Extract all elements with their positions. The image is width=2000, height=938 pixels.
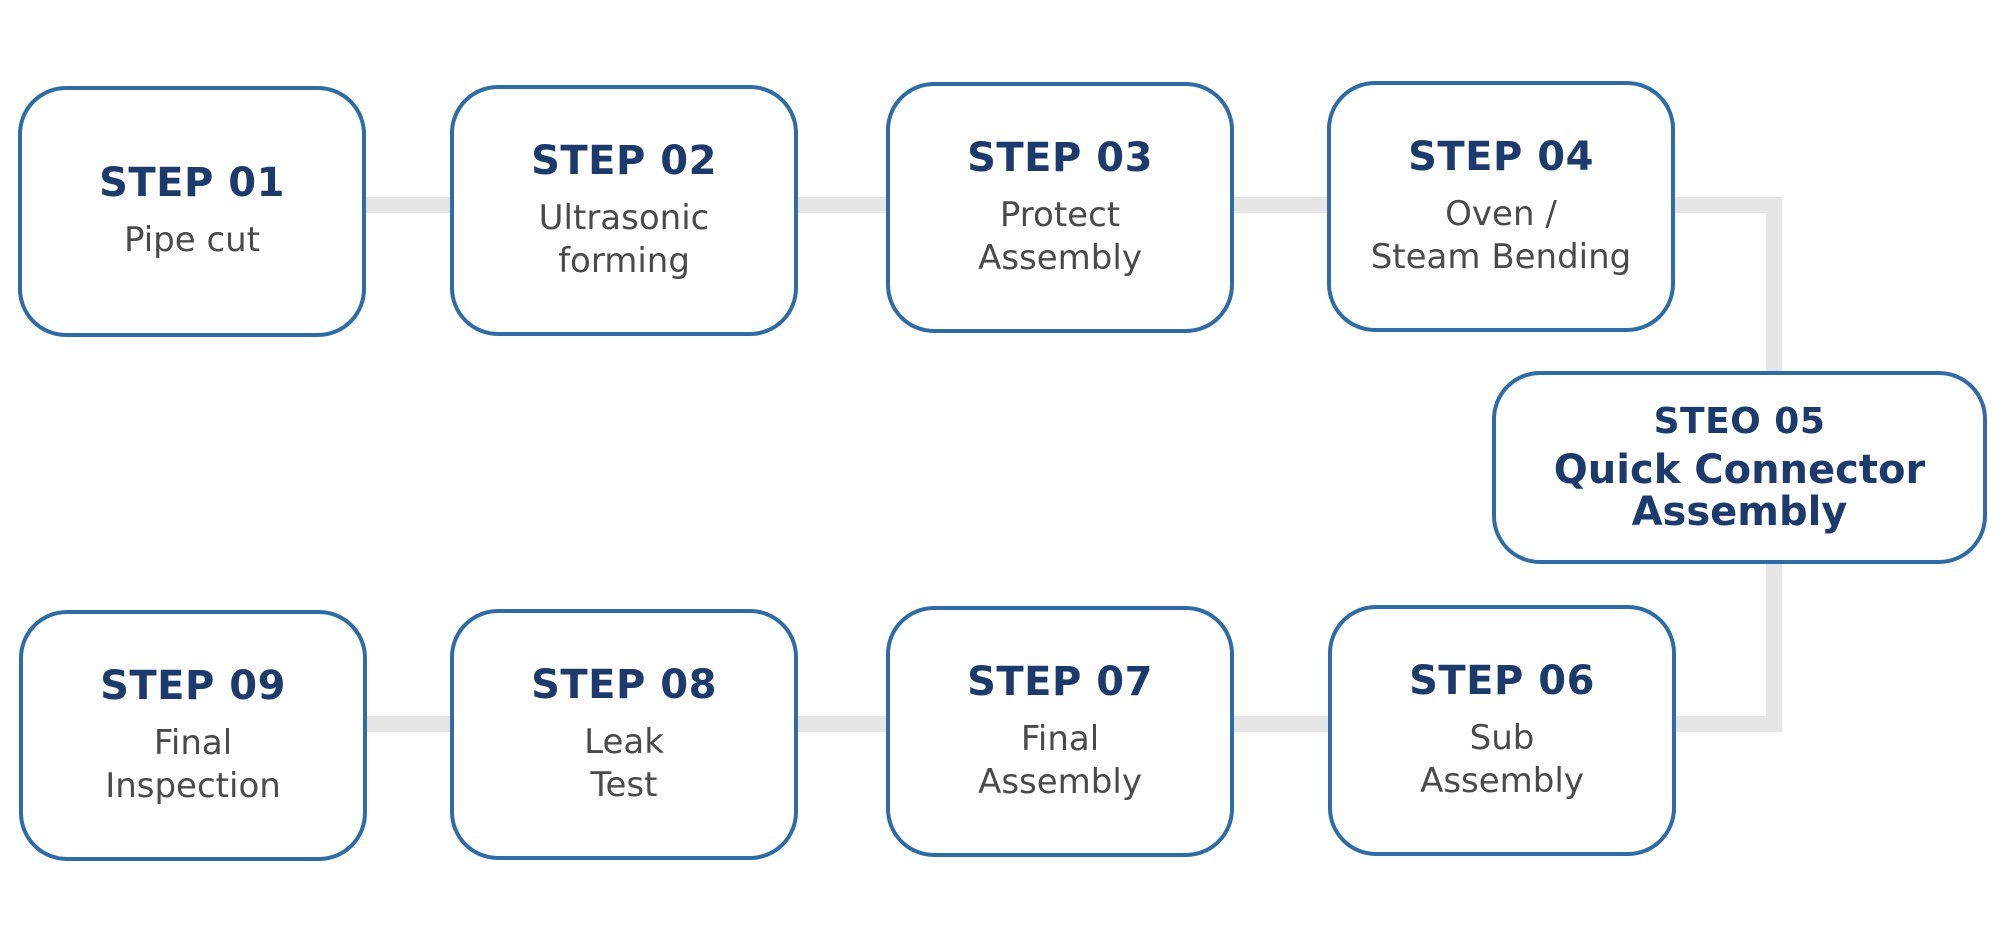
step-04-label: Oven / Steam Bending (1370, 194, 1632, 277)
step-06-box: STEP 06 Sub Assembly (1328, 605, 1676, 856)
step-07-title: STEP 07 (967, 659, 1153, 705)
step-08-title: STEP 08 (531, 662, 717, 708)
step-07-box: STEP 07 Final Assembly (886, 606, 1234, 857)
step-03-box: STEP 03 Protect Assembly (886, 82, 1234, 333)
step-02-title: STEP 02 (531, 138, 717, 184)
step-08-label: Leak Test (584, 722, 664, 805)
step-09-label: Final Inspection (105, 723, 281, 806)
step-06-title: STEP 06 (1409, 658, 1595, 704)
step-05-title: STEO 05 (1653, 400, 1826, 442)
step-05-box: STEO 05 Quick Connector Assembly (1492, 371, 1987, 564)
step-01-label: Pipe cut (123, 220, 261, 261)
connector-05-06 (1672, 561, 1782, 732)
step-08-box: STEP 08 Leak Test (450, 609, 798, 860)
step-02-box: STEP 02 Ultrasonic forming (450, 85, 798, 336)
step-01-title: STEP 01 (99, 160, 285, 207)
step-03-title: STEP 03 (967, 135, 1153, 181)
step-09-title: STEP 09 (100, 663, 286, 709)
step-01-box: STEP 01 Pipe cut (18, 86, 366, 337)
step-03-label: Protect Assembly (978, 195, 1142, 278)
step-09-box: STEP 09 Final Inspection (19, 610, 367, 861)
step-05-label: Quick Connector Assembly (1553, 447, 1926, 536)
step-02-label: Ultrasonic forming (538, 198, 710, 281)
step-04-box: STEP 04 Oven / Steam Bending (1327, 81, 1675, 332)
step-04-title: STEP 04 (1408, 134, 1594, 180)
step-06-label: Sub Assembly (1420, 718, 1584, 801)
step-07-label: Final Assembly (978, 719, 1142, 802)
connector-04-05 (1672, 197, 1782, 374)
